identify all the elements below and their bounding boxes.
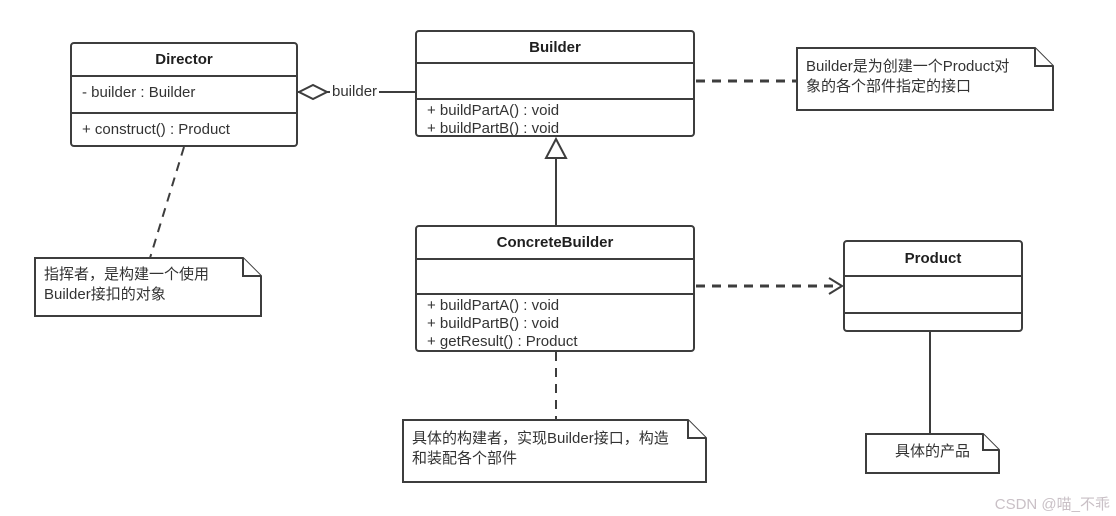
class-director-attribute: - builder : Builder [82, 84, 196, 101]
class-director-title: Director [155, 51, 213, 68]
class-director: Director - builder : Builder + construct… [70, 42, 298, 147]
note-concrete-builder-line: 和装配各个部件 [412, 450, 518, 467]
dependency-arrowhead [828, 277, 844, 295]
note-director-line: 指挥者，是构建一个使用 [44, 266, 210, 283]
class-builder-method: + buildPartB() : void [427, 120, 560, 137]
class-concrete-builder-method: + getResult() : Product [427, 333, 578, 350]
class-product: Product [843, 240, 1023, 332]
class-builder-method: + buildPartA() : void [427, 102, 560, 119]
note-director-line: Builder接扣的对象 [44, 286, 166, 303]
note-product-line: 具体的产品 [894, 443, 970, 460]
watermark: CSDN @喵_不乖 [994, 496, 1110, 513]
note-concrete-builder-line: 具体的构建者，实现Builder接口，构造 [412, 430, 669, 447]
class-builder: Builder + buildPartA() : void + buildPar… [415, 30, 695, 137]
class-concrete-builder-attributes-empty [417, 258, 693, 293]
class-builder-attributes-empty [417, 62, 693, 98]
class-product-attributes-empty [845, 275, 1021, 312]
class-concrete-builder-method: + buildPartA() : void [427, 297, 560, 314]
class-concrete-builder-title: ConcreteBuilder [496, 234, 614, 251]
class-product-title: Product [904, 250, 962, 267]
note-outline [402, 419, 707, 483]
note-director: 指挥者，是构建一个使用 Builder接扣的对象 [34, 257, 262, 317]
note-builder-line: Builder是为创建一个Product对 [806, 58, 1010, 75]
note-link-director [149, 146, 185, 259]
note-outline [865, 433, 1000, 474]
class-director-method: + construct() : Product [82, 121, 230, 138]
generalization-arrow [544, 136, 568, 159]
class-builder-title: Builder [529, 38, 581, 56]
aggregation-label: builder [330, 83, 380, 100]
class-concrete-builder: ConcreteBuilder + buildPartA() : void + … [415, 225, 695, 352]
class-concrete-builder-method: + buildPartB() : void [427, 315, 560, 332]
note-outline [796, 47, 1054, 111]
note-builder: Builder是为创建一个Product对 象的各个部件指定的接口 [796, 47, 1054, 111]
aggregation-diamond [296, 83, 330, 101]
note-concrete-builder: 具体的构建者，实现Builder接口，构造 和装配各个部件 [402, 419, 707, 483]
note-outline [34, 257, 262, 317]
note-builder-line: 象的各个部件指定的接口 [806, 78, 972, 95]
class-product-methods-empty [845, 312, 1021, 330]
note-product: 具体的产品 [865, 433, 1000, 474]
